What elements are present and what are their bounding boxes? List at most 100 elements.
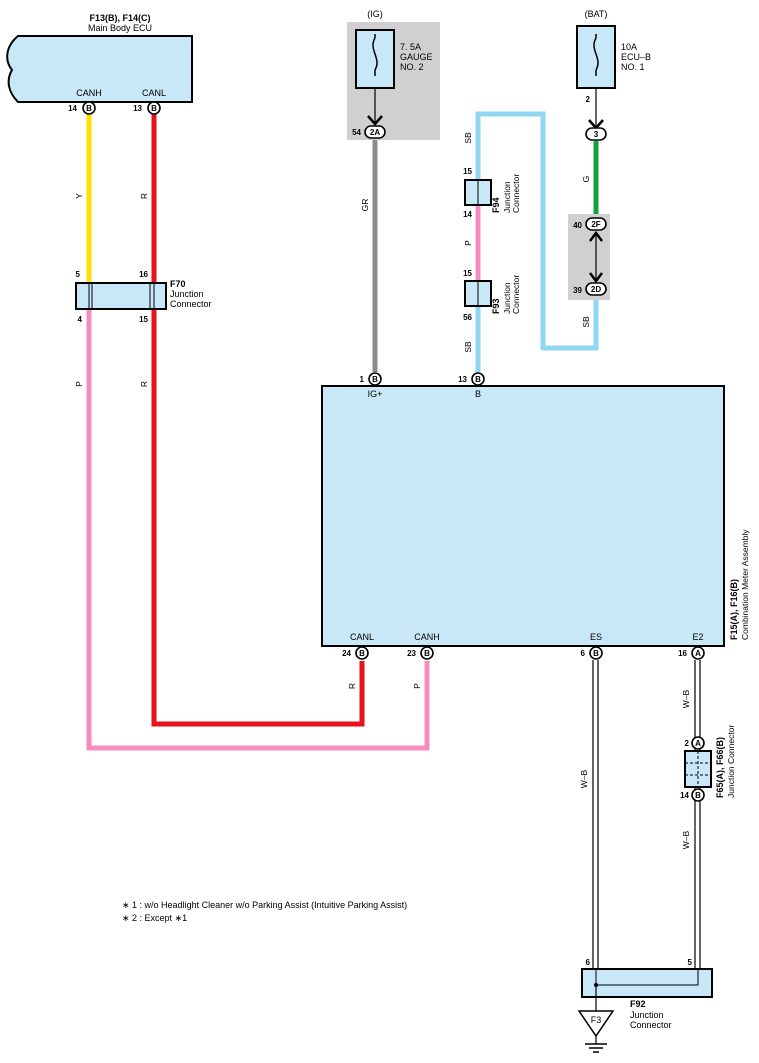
ground-label: F3: [591, 1015, 602, 1025]
notes: ∗ 1 : w/o Headlight Cleaner w/o Parking …: [122, 900, 407, 923]
wire-label-g: G: [581, 176, 591, 183]
wire-label-sb2: SB: [463, 341, 473, 353]
fuse-ig-line3: NO. 2: [400, 62, 424, 72]
f93-pin-top: 15: [463, 269, 472, 278]
connector-2f-2d: 40 2F 39 2D: [568, 214, 610, 300]
fuse-bat-line2: ECU–B: [621, 52, 651, 62]
fuse-bat-rating: 10A: [621, 42, 637, 52]
f65-pin-top: 2: [685, 739, 690, 748]
wire-label-p2: P: [412, 683, 422, 689]
fuse-ig-rating: 7. 5A: [400, 42, 421, 52]
meter-es-label: ES: [590, 632, 602, 642]
wire-label-r2: R: [139, 381, 149, 387]
ecu-pin-canh: 14: [68, 104, 77, 113]
f93-id: F93: [491, 298, 501, 314]
wire-label-wb2: W–B: [579, 769, 589, 788]
wire-label-y: Y: [74, 193, 84, 199]
f65-id: F65(A), F66(B): [715, 737, 725, 798]
fuse-ig: (IG) 7. 5A GAUGE NO. 2 54 2A: [347, 9, 440, 140]
f65-f66-junction-connector: 2 A 14 B F65(A), F66(B) Junction Connect…: [680, 725, 736, 802]
f65-pin-bot: 14: [680, 791, 689, 800]
wire-label-r3: R: [347, 683, 357, 689]
fuse-bat-source: (BAT): [585, 9, 608, 19]
fuse-ig-arrow-icon: [367, 115, 383, 126]
meter-e2-label: E2: [692, 632, 703, 642]
f65-name: Junction Connector: [726, 725, 736, 798]
main-body-ecu: F13(B), F14(C) Main Body ECU CANH CANL 1…: [6, 13, 193, 115]
meter-canh-conn: B: [424, 649, 430, 658]
ecu-body: [6, 35, 193, 103]
wire-label-p1: P: [74, 381, 84, 387]
ground-triangle-icon: [577, 1010, 615, 1038]
relay-2d-terminal: [585, 282, 607, 296]
ecu-conn-canl: B: [151, 104, 157, 113]
meter-b-label: B: [475, 389, 481, 399]
meter-ig-conn: B: [372, 375, 378, 384]
ecu-pin-canl: 13: [133, 104, 142, 113]
f94-line1: Junction: [502, 181, 512, 213]
meter-e2-pin: 16: [678, 649, 687, 658]
fuse-bat-line3: NO. 1: [621, 62, 645, 72]
ecu-id: F13(B), F14(C): [89, 13, 150, 23]
f65-terminal-bot: [691, 788, 705, 802]
meter-es-pin: 6: [581, 649, 586, 658]
f94-id: F94: [491, 197, 501, 213]
relay-2f-conn: 2F: [591, 220, 600, 229]
wire-label-p-mid: P: [463, 240, 473, 246]
wire-label-sb3: SB: [581, 316, 591, 328]
meter-b-conn: B: [475, 375, 481, 384]
fuse-bat-symbol: [593, 34, 599, 76]
fuse-ig-pin: 54: [352, 128, 361, 137]
f92-bus: [595, 969, 699, 986]
wire-sb-right: [543, 297, 599, 351]
f94-pin-bot: 14: [463, 210, 472, 219]
f93-line2: Connector: [511, 275, 521, 314]
f70-junction-connector: 5 16 4 15 F70 Junction Connector: [75, 270, 212, 324]
fuse-bat: (BAT) 10A ECU–B NO. 1 2 3: [576, 9, 651, 141]
fuse-bat-terminal: [585, 127, 607, 141]
f92-id: F92: [630, 999, 646, 1009]
combination-meter: 1 B IG+ 13 B B CANL CANH ES E2 24 B 23 B…: [321, 372, 750, 660]
f93-line1: Junction: [502, 282, 512, 314]
f92-pin-5: 5: [688, 958, 693, 967]
meter-canl-label: CANL: [350, 632, 374, 642]
f70-pin-5: 5: [76, 270, 81, 279]
f65-terminal-top: [691, 736, 705, 750]
f65-conn-top: A: [695, 739, 701, 748]
wire-label-gr: GR: [360, 199, 370, 212]
ecu-canh-label: CANH: [76, 88, 102, 98]
fuse-bat-pin-top: 2: [586, 95, 591, 104]
ecu-name: Main Body ECU: [88, 23, 152, 33]
wire-sb: [475, 111, 546, 350]
meter-ig-terminal: [368, 372, 382, 386]
fuse-ig-line2: GAUGE: [400, 52, 433, 62]
fuse-ig-symbol: [372, 34, 378, 76]
ecu-terminal-canl: [147, 101, 161, 115]
f65-conn-bot: B: [695, 791, 701, 800]
meter-canl-terminal: [355, 646, 369, 660]
f70-pin-15: 15: [139, 315, 148, 324]
meter-b-pin: 13: [458, 375, 467, 384]
f92-line1: Junction: [630, 1010, 664, 1020]
meter-ig-pin: 1: [360, 375, 365, 384]
wire-r-bottom: [151, 309, 365, 727]
f70-pin-4: 4: [78, 315, 83, 324]
meter-b-terminal: [471, 372, 485, 386]
ecu-terminal-canh: [82, 101, 96, 115]
meter-e2-conn: A: [695, 649, 701, 658]
meter-canh-terminal: [420, 646, 434, 660]
relay-2f-pin: 40: [573, 221, 582, 230]
meter-name: Combination Meter Assembly: [740, 529, 750, 640]
relay-2d-conn: 2D: [591, 285, 601, 294]
relay-2d-pin: 39: [573, 286, 582, 295]
relay-2f-terminal: [585, 217, 607, 231]
wires: [86, 111, 701, 968]
relay-arrow-up-icon: [589, 230, 603, 242]
f92-body: [581, 968, 713, 998]
meter-canh-pin: 23: [407, 649, 416, 658]
meter-ig-label: IG+: [368, 389, 383, 399]
fuse-ig-body: [355, 29, 395, 89]
f70-pin-16: 16: [139, 270, 148, 279]
relay-arrow-down-icon: [589, 272, 603, 284]
